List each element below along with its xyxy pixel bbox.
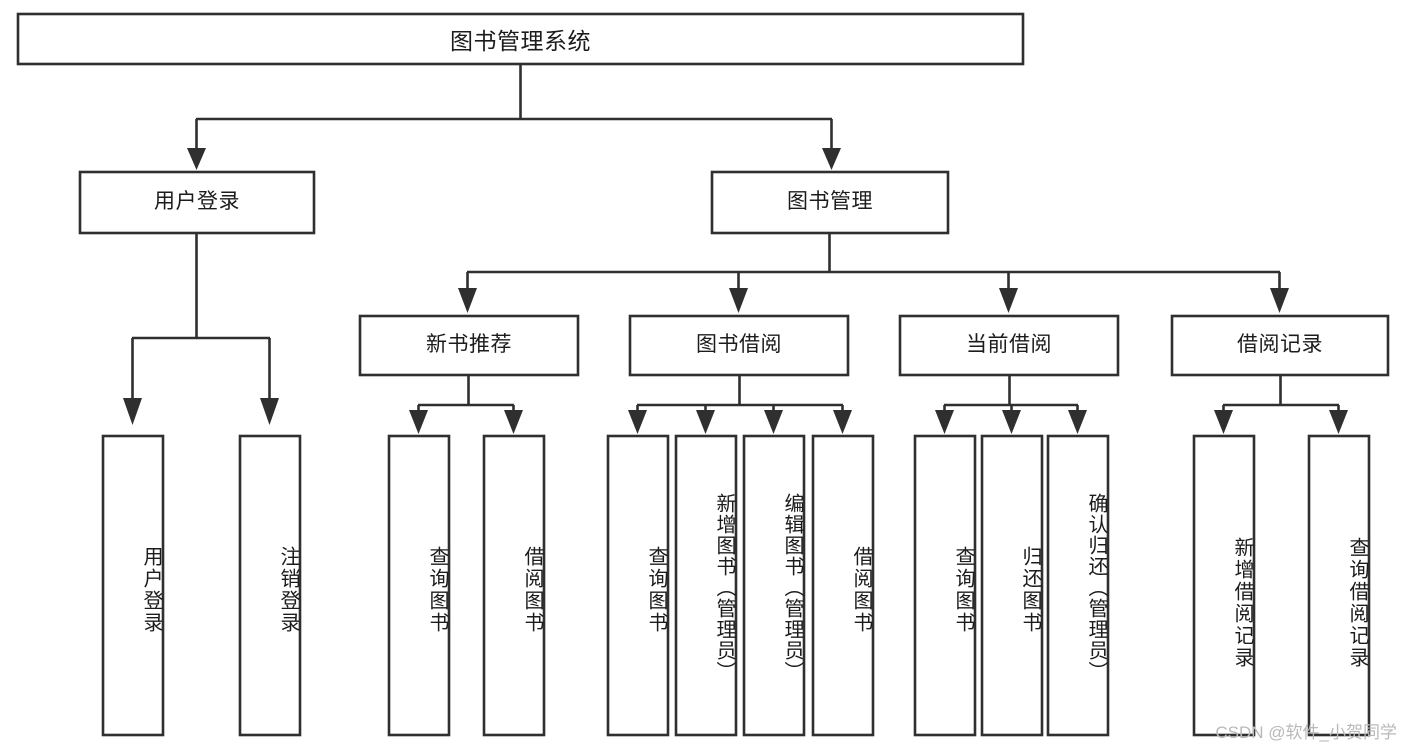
arrowhead-new-book-leaf-1 xyxy=(409,410,428,434)
node-root[interactable] xyxy=(16,12,1025,66)
leaf-box-user-login-1[interactable] xyxy=(101,434,165,737)
leaf-box-new-book-1[interactable] xyxy=(387,434,451,737)
arrowhead-current-borrow-leaf-2 xyxy=(1002,410,1021,434)
leaf-box-current-borrow-1[interactable] xyxy=(913,434,977,737)
arrowhead-borrow-record xyxy=(1270,288,1289,313)
leaf-box-user-login-2[interactable] xyxy=(238,434,302,737)
leaf-box-book-borrow-2[interactable] xyxy=(674,434,738,737)
node-borrow-record[interactable] xyxy=(1170,314,1390,377)
arrowhead-borrow-record-leaf-1 xyxy=(1214,410,1233,434)
arrowhead-user-login-child-1 xyxy=(123,398,142,425)
arrowhead-book-manage xyxy=(822,148,841,170)
leaf-box-new-book-2[interactable] xyxy=(482,434,546,737)
node-current-borrow[interactable] xyxy=(898,314,1120,377)
arrowhead-book-borrow-leaf-4 xyxy=(833,410,852,434)
arrowhead-book-borrow-leaf-2 xyxy=(696,410,715,434)
arrowhead-current-borrow-leaf-3 xyxy=(1068,410,1087,434)
arrowhead-current-borrow-leaf-1 xyxy=(935,410,954,434)
arrowhead-user-login xyxy=(187,148,206,170)
arrowhead-new-book xyxy=(458,288,477,313)
leaf-box-book-borrow-1[interactable] xyxy=(606,434,670,737)
node-book-borrow[interactable] xyxy=(628,314,850,377)
arrowhead-new-book-leaf-2 xyxy=(504,410,523,434)
leaf-box-current-borrow-2[interactable] xyxy=(980,434,1044,737)
node-user-login[interactable] xyxy=(78,170,316,235)
node-new-book[interactable] xyxy=(358,314,580,377)
leaf-box-borrow-record-1[interactable] xyxy=(1192,434,1256,737)
leaf-box-borrow-record-2[interactable] xyxy=(1307,434,1371,737)
csdn-watermark: CSDN @软件_小贺同学 xyxy=(1215,723,1397,742)
arrowhead-book-borrow xyxy=(729,288,748,313)
arrowhead-book-borrow-leaf-1 xyxy=(628,410,647,434)
leaf-box-book-borrow-3[interactable] xyxy=(742,434,806,737)
arrowhead-user-login-child-2 xyxy=(260,398,279,425)
arrowhead-borrow-record-leaf-2 xyxy=(1329,410,1348,434)
arrowhead-book-borrow-leaf-3 xyxy=(764,410,783,434)
leaf-box-book-borrow-4[interactable] xyxy=(811,434,875,737)
leaf-box-current-borrow-3[interactable] xyxy=(1046,434,1110,737)
node-book-manage[interactable] xyxy=(710,170,950,235)
arrowhead-current-borrow xyxy=(999,288,1018,313)
